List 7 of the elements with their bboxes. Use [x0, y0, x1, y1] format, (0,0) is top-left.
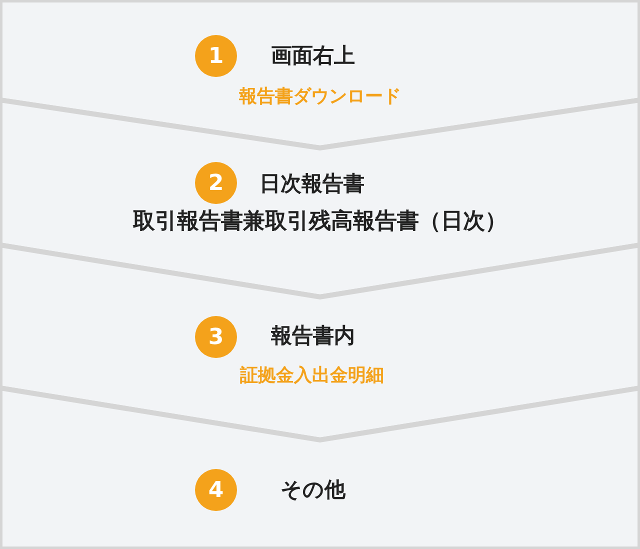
step-heading: 画面右上 — [271, 44, 355, 68]
step-subtitle: 証拠金入出金明細 — [240, 366, 384, 386]
step-subtitle: 取引報告書兼取引残高報告書（日次） — [133, 210, 507, 234]
step-heading: 日次報告書 — [260, 172, 364, 196]
step-heading: 報告書内 — [271, 324, 355, 348]
step-subtitle: 報告書ダウンロード — [239, 87, 401, 107]
step-heading: その他 — [280, 478, 346, 502]
